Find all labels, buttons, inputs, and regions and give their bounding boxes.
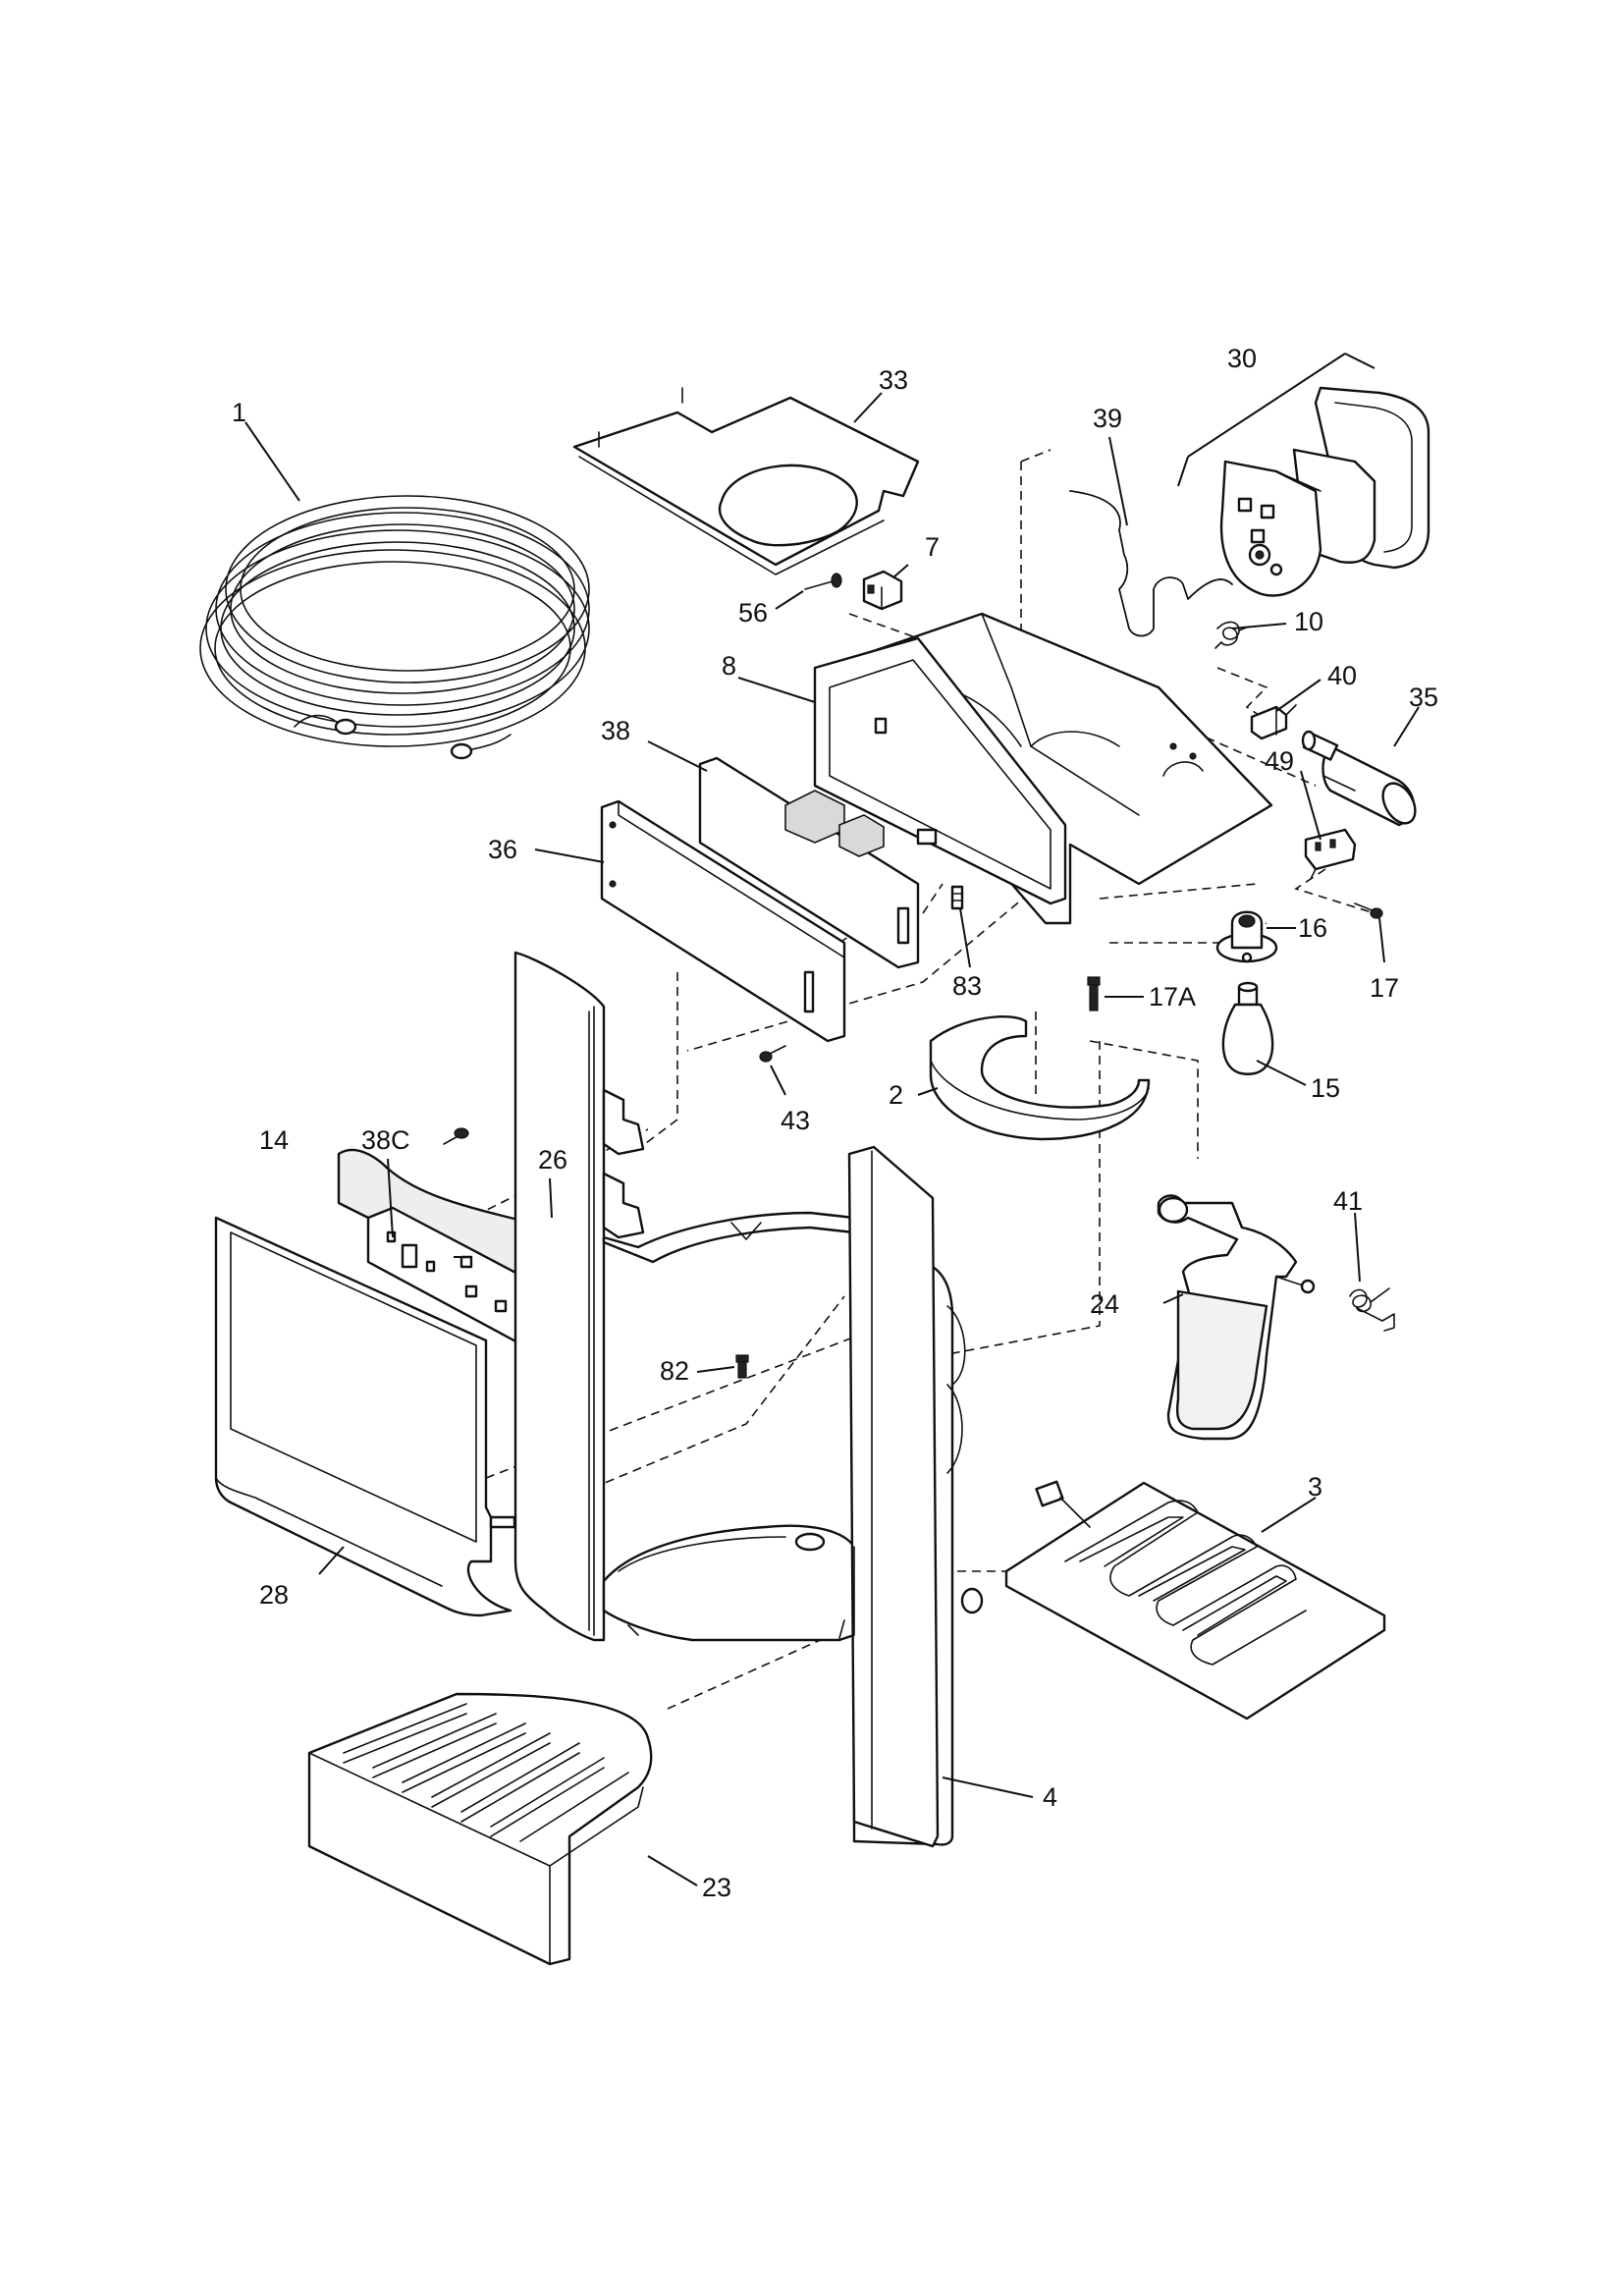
part-number-labels: 1 33 30 39 7 56 10 8 40 35 38 49 36 16 1… — [232, 344, 1438, 1902]
part-83-clip — [950, 885, 964, 910]
part-2-ring — [929, 1015, 1151, 1141]
part-15-bulb — [1221, 981, 1274, 1075]
part-30-flapper-assembly — [1177, 353, 1430, 597]
part-24-paddle — [1157, 1194, 1316, 1441]
label-part-30: 30 — [1227, 344, 1257, 373]
label-part-3: 3 — [1308, 1472, 1322, 1502]
label-part-33: 33 — [879, 365, 908, 395]
part-7-clip — [862, 570, 903, 611]
label-part-38c: 38C — [361, 1125, 410, 1155]
panel-screw — [443, 1127, 469, 1145]
part-17-screw — [1354, 902, 1383, 919]
label-part-43: 43 — [781, 1106, 810, 1135]
leader-lines — [244, 392, 1420, 1886]
label-part-2: 2 — [889, 1080, 903, 1110]
part-8-housing — [813, 612, 1273, 925]
label-part-1: 1 — [232, 398, 246, 427]
part-23-drip-tray — [307, 1692, 653, 1966]
label-part-24: 24 — [1090, 1289, 1119, 1319]
part-41-spring — [1349, 1287, 1395, 1332]
part-43-screw — [759, 1045, 786, 1063]
label-part-8: 8 — [722, 651, 736, 681]
label-part-28: 28 — [259, 1580, 289, 1610]
label-part-36: 36 — [488, 835, 517, 864]
part-4-cabinet-frame — [513, 951, 984, 1848]
label-part-41: 41 — [1333, 1186, 1363, 1216]
label-part-26: 26 — [538, 1145, 567, 1175]
label-part-83: 83 — [952, 971, 982, 1001]
label-part-49: 49 — [1265, 746, 1294, 776]
label-part-38: 38 — [601, 716, 630, 745]
part-3-heater-pad — [1004, 1480, 1386, 1721]
part-17a-screw — [1087, 976, 1101, 1011]
part-10-spring — [1214, 621, 1250, 649]
part-38-control-board — [698, 756, 920, 969]
label-part-39: 39 — [1093, 404, 1122, 433]
label-part-23: 23 — [702, 1873, 731, 1902]
part-1-tubing-coil — [199, 495, 590, 760]
label-part-14: 14 — [259, 1125, 289, 1155]
part-35-solenoid — [1301, 730, 1417, 827]
part-36-board-cover — [600, 799, 846, 1043]
part-16-valve-body — [1215, 910, 1278, 963]
label-part-4: 4 — [1043, 1782, 1057, 1812]
label-part-56: 56 — [738, 598, 768, 628]
label-part-17a: 17A — [1149, 982, 1196, 1011]
part-82-screw — [735, 1354, 749, 1379]
label-part-16: 16 — [1298, 913, 1327, 943]
label-part-10: 10 — [1294, 607, 1323, 636]
part-39-wire-rod — [1069, 490, 1233, 637]
label-part-35: 35 — [1409, 683, 1438, 712]
label-part-40: 40 — [1327, 661, 1357, 690]
part-49-bracket — [1304, 828, 1357, 880]
part-28-front-frame — [214, 1216, 516, 1617]
label-part-15: 15 — [1311, 1073, 1340, 1103]
label-part-82: 82 — [660, 1356, 689, 1386]
part-56-screw — [804, 573, 842, 590]
label-part-17: 17 — [1370, 973, 1399, 1003]
part-40-bracket — [1250, 704, 1297, 740]
label-part-7: 7 — [925, 532, 940, 562]
part-33-top-plate — [572, 387, 920, 575]
